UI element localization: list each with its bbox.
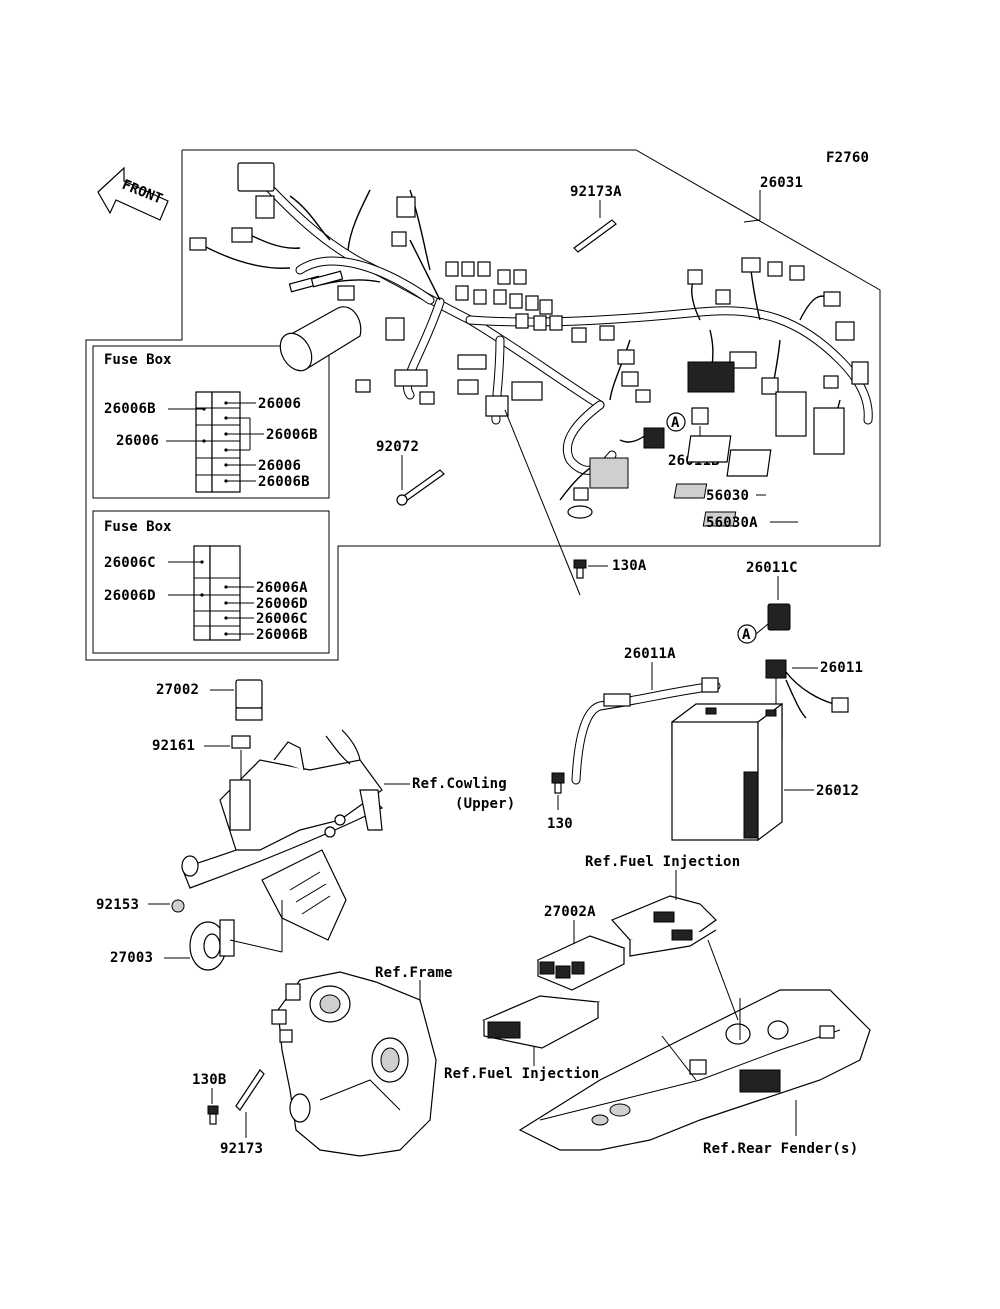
ecu-lower xyxy=(481,995,601,1049)
frame-part xyxy=(271,971,437,1157)
fuse-upper-right-4: 26006B xyxy=(258,474,310,490)
bolt-130a xyxy=(573,559,587,579)
fuse-upper-left-1: 26006B xyxy=(104,401,156,417)
part-27002a: 27002A xyxy=(544,904,596,920)
part-130: 130 xyxy=(547,816,573,832)
callout-a-lower: A xyxy=(737,624,757,644)
part-27003: 27003 xyxy=(110,950,153,966)
svg-text:A: A xyxy=(742,627,751,643)
fuse-upper-right-2: 26006B xyxy=(266,427,318,443)
part-26011a: 26011A xyxy=(624,646,676,662)
fuse-upper-right-3: 26006 xyxy=(258,458,301,474)
battery xyxy=(671,702,783,842)
ecu-27002a xyxy=(536,935,626,991)
part-26031: 26031 xyxy=(760,175,803,191)
part-92161: 92161 xyxy=(152,738,195,754)
part-56030: 56030 xyxy=(706,488,749,504)
fuse-lower-left-2: 26006D xyxy=(104,588,156,604)
part-92173: 92173 xyxy=(220,1141,263,1157)
main-harness xyxy=(189,162,873,519)
svg-text:A: A xyxy=(671,415,680,431)
fuse-box-upper-title: Fuse Box xyxy=(104,352,172,368)
horn xyxy=(189,919,235,971)
ref-rear-fender: Ref.Rear Fender(s) xyxy=(703,1141,858,1157)
fuse-upper-right-1: 26006 xyxy=(258,396,301,412)
ref-fuel-injection-top: Ref.Fuel Injection xyxy=(585,854,740,870)
part-56030a: 56030A xyxy=(706,515,758,531)
ref-fuel-injection-bottom: Ref.Fuel Injection xyxy=(444,1066,599,1082)
part-92072: 92072 xyxy=(376,439,419,455)
figure-code: F2760 xyxy=(826,150,869,166)
fuse-lower-right-3: 26006C xyxy=(256,611,308,627)
fuse-lower-right-2: 26006D xyxy=(256,596,308,612)
fuse-lower-right-1: 26006A xyxy=(256,580,308,596)
rear-fender xyxy=(518,989,871,1151)
cowling-bracket xyxy=(181,729,384,941)
part-130a: 130A xyxy=(612,558,647,574)
part-92173a: 92173A xyxy=(570,184,622,200)
part-26012: 26012 xyxy=(816,783,859,799)
fuse-lower-right-4: 26006B xyxy=(256,627,308,643)
ref-cowling-line1: Ref.Cowling xyxy=(412,776,507,792)
ref-frame: Ref.Frame xyxy=(375,965,453,981)
ecu-bracket xyxy=(610,895,717,957)
part-130b: 130B xyxy=(192,1072,227,1088)
callout-a-upper: A xyxy=(666,412,686,432)
fuse-upper-left-2: 26006 xyxy=(116,433,159,449)
part-27002: 27002 xyxy=(156,682,199,698)
part-26011: 26011 xyxy=(820,660,863,676)
front-arrow-icon: FRONT xyxy=(97,166,169,221)
part-26011c: 26011C xyxy=(746,560,798,576)
fuse-box-lower: Fuse Box 26006C 26006D 26006A 26006D 260… xyxy=(92,510,330,654)
fuse-box-lower-title: Fuse Box xyxy=(104,519,172,535)
ref-cowling-line2: (Upper) xyxy=(455,796,515,812)
fuse-lower-left-1: 26006C xyxy=(104,555,156,571)
fuse-box-upper: Fuse Box 26006B 26006 26006 26006B 26006… xyxy=(92,345,330,499)
part-92153: 92153 xyxy=(96,897,139,913)
